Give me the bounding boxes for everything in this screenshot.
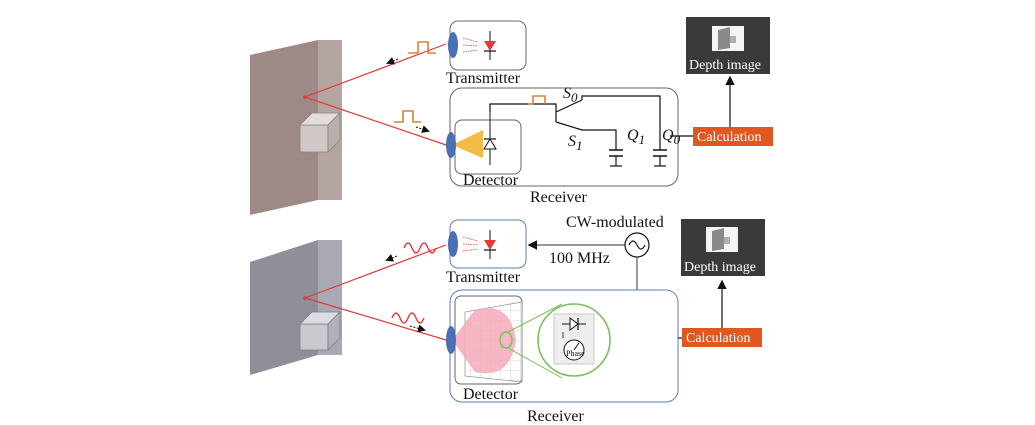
bottom-box-front xyxy=(299,323,329,351)
photodiode-icon xyxy=(562,317,586,338)
bottom-detector-lens xyxy=(446,326,456,354)
top-circuit-pulse xyxy=(528,95,546,105)
top-calculation-box xyxy=(693,127,773,146)
bottom-tx-ray-1 xyxy=(462,236,479,242)
top-transmitter-label: Transmitter xyxy=(446,70,521,87)
laser-diode-icon xyxy=(484,230,496,259)
bottom-laser-out xyxy=(304,244,447,299)
top-circuit-wire-in xyxy=(489,103,557,112)
top-switch-s0 xyxy=(555,99,583,113)
laser-diode-icon xyxy=(484,31,496,60)
top-laser-out xyxy=(304,43,447,98)
sine-source-icon xyxy=(624,232,650,258)
top-capacitor-q1 xyxy=(609,149,623,167)
top-laser-spot xyxy=(303,95,307,99)
top-arrow-out xyxy=(386,57,399,65)
bottom-laser-back xyxy=(304,297,447,341)
phase-label: Phase xyxy=(566,349,585,358)
bottom-arrow-out xyxy=(385,254,398,262)
bottom-wave-back xyxy=(391,312,425,324)
bottom-arrow-back xyxy=(409,324,426,333)
top-cap-q1-label: Q1 xyxy=(627,127,645,147)
top-transmitter: Transmitter xyxy=(446,20,527,87)
bottom-box-side xyxy=(327,311,341,351)
bottom-transmitter-label: Transmitter xyxy=(446,269,521,286)
top-wall-front xyxy=(250,40,318,215)
bottom-laser-spot xyxy=(303,296,307,300)
top-receiver: Detector S0 S1 Q1 Q xyxy=(446,85,681,206)
top-wire-s1 xyxy=(582,129,617,150)
bottom-depth-thumb-wall xyxy=(712,228,724,251)
top-arrow-back xyxy=(415,125,430,133)
top-laser-back xyxy=(304,96,447,146)
top-receiver-label: Receiver xyxy=(530,189,588,206)
top-tx-ray-1 xyxy=(462,37,479,43)
top-detector-label: Detector xyxy=(463,172,519,189)
top-transmitter-lens xyxy=(448,32,458,58)
bottom-wall-front xyxy=(250,240,318,375)
top-depth-image: Depth image xyxy=(686,17,770,74)
top-tx-ray-3 xyxy=(462,49,479,53)
bottom-detector-label: Detector xyxy=(463,386,519,403)
top-wire-s0 xyxy=(581,95,661,150)
bottom-calculation-label: Calculation xyxy=(686,331,751,346)
phase-meter-icon xyxy=(563,339,585,361)
bottom-zoom-line-top xyxy=(507,303,563,333)
bottom-tx-ray-2 xyxy=(462,243,479,246)
bottom-pixel-highlight xyxy=(499,331,513,349)
bottom-cw-label: CW-modulated xyxy=(566,214,664,231)
top-panel: Transmitter Detector xyxy=(250,17,773,215)
top-detector-beam xyxy=(452,130,483,158)
bottom-receiver-label: Receiver xyxy=(527,408,585,425)
bottom-receiver: Detector Phase xyxy=(446,289,679,403)
bottom-transmitter: Transmitter xyxy=(446,219,527,286)
bottom-wall xyxy=(250,240,342,375)
top-switch-s0-label: S0 xyxy=(563,85,578,105)
top-box-front xyxy=(299,124,329,153)
photodiode-icon xyxy=(483,112,497,165)
bottom-transmitter-lens xyxy=(448,231,458,257)
top-calculation-label: Calculation xyxy=(697,130,762,145)
phase-pixel: Phase xyxy=(537,303,611,377)
bottom-freq-label: 100 MHz xyxy=(549,250,610,267)
top-switch-s1-label: S1 xyxy=(568,133,583,153)
bottom-depth-image: Depth image xyxy=(681,219,765,276)
bottom-panel: Transmitter CW-modulated 100 MHz Detecto… xyxy=(250,214,765,425)
top-pulse-back xyxy=(394,110,421,123)
top-capacitor-q0 xyxy=(653,149,667,167)
top-depth-thumb-wall xyxy=(718,27,730,50)
bottom-wave-out xyxy=(403,242,437,254)
top-depth-image-label: Depth image xyxy=(689,58,761,73)
top-tx-ray-2 xyxy=(462,44,479,47)
top-wall xyxy=(250,40,342,215)
bottom-depth-image-label: Depth image xyxy=(684,260,756,275)
top-pulse-out xyxy=(408,41,436,54)
bottom-detector-beam xyxy=(452,308,516,374)
bottom-calculation-box xyxy=(682,328,762,347)
top-detector-lens xyxy=(446,132,456,158)
top-switch-s1 xyxy=(555,121,583,131)
bottom-zoom-line-bottom xyxy=(507,347,563,379)
top-box-side xyxy=(327,112,341,153)
bottom-tx-ray-3 xyxy=(462,248,479,252)
top-cap-q0-label: Q0 xyxy=(662,127,681,147)
bottom-depth-thumb-box xyxy=(724,237,730,244)
top-depth-thumb-box xyxy=(730,36,736,43)
